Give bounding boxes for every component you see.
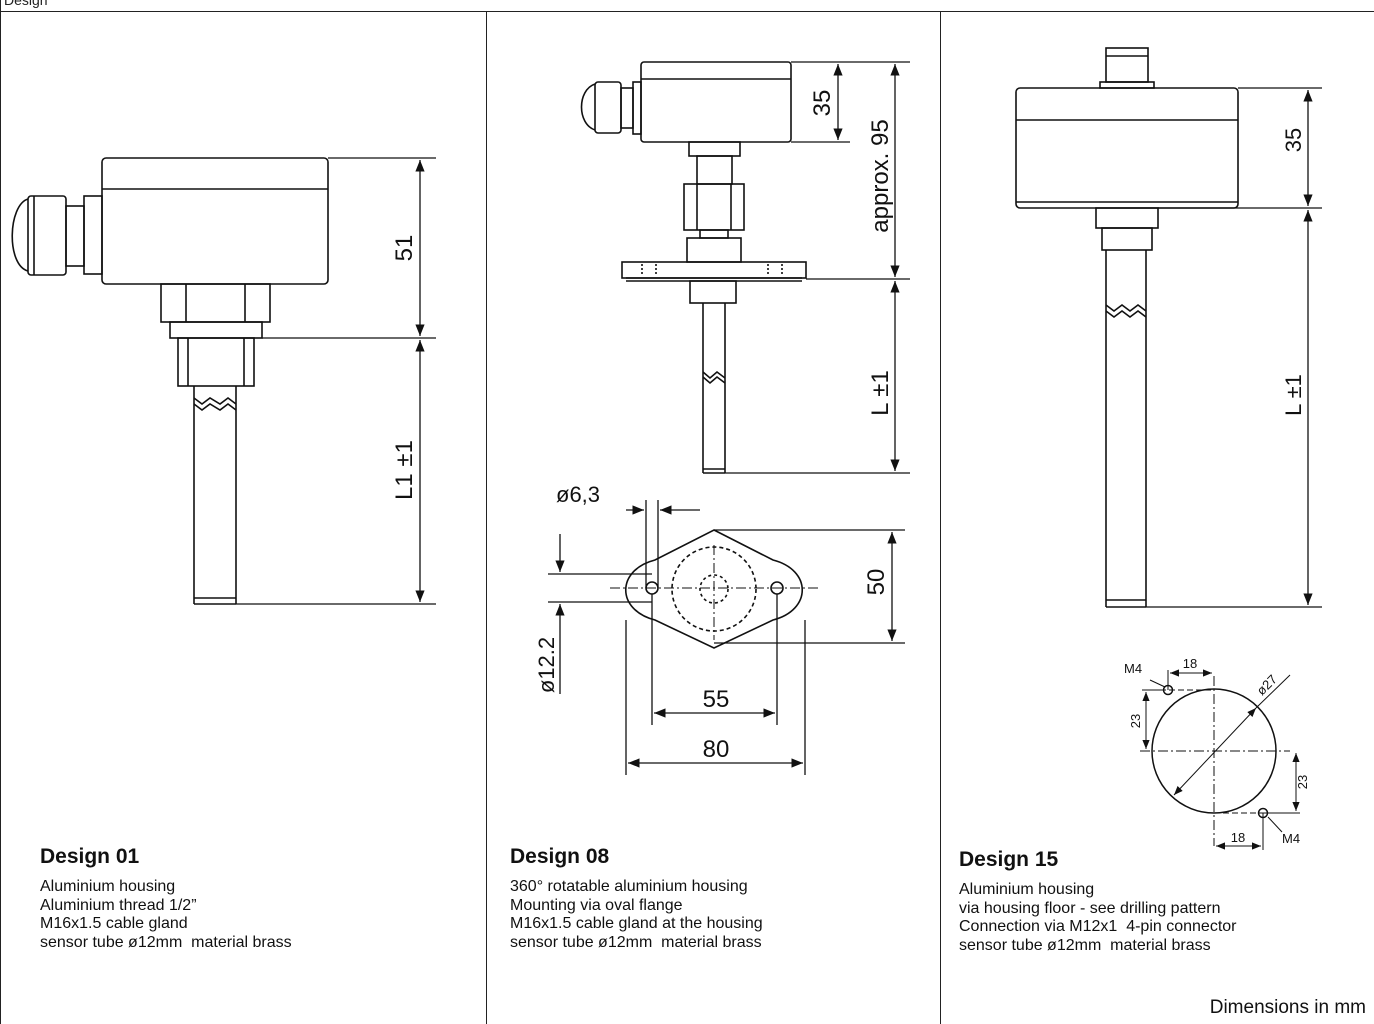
design-01-line-3: M16x1.5 cable gland [40,915,188,932]
dimensions-note: Dimensions in mm [1209,997,1366,1018]
design-08-sensor [580,61,807,474]
design-01-dimensions [236,157,436,605]
design-01-dim-l1: L1 ±1 [391,440,418,500]
design-08-dim-50: 50 [863,569,890,596]
design-01-line-2: Aluminium thread 1/2” [40,896,197,914]
design-15-line-1: Aluminium housing [959,881,1095,898]
design-15-circle-diameter: ø27 [1254,672,1280,698]
design-01-line-4: sensor tube ø12mm material brass [40,933,292,951]
design-01-line-1: Aluminium housing [40,878,176,895]
design-15-offset-bottom: 18 [1231,830,1245,845]
design-15-sensor [1015,47,1239,608]
design-08-flange-top-view [610,529,820,649]
design-15-caption: Design 15 Aluminium housing via housing … [959,848,1237,955]
design-08-line-2: Mounting via oval flange [510,896,683,914]
design-08-line-4: sensor tube ø12mm material brass [510,933,762,951]
design-08-title: Design 08 [510,845,610,868]
design-01-sensor [11,157,329,605]
design-01-dim-51: 51 [391,235,418,262]
design-08-dim-95: approx. 95 [867,119,894,232]
design-08-flange-dimensions [548,500,905,775]
divider-2 [940,11,941,1024]
design-15-drilling-pattern [1140,669,1300,850]
design-15-m4-bottom: M4 [1282,831,1300,846]
header-label: Design [4,0,48,8]
design-15-vert-left: 23 [1128,714,1143,728]
design-15-line-4: sensor tube ø12mm material brass [959,936,1211,954]
design-15-vert-right: 23 [1295,775,1310,789]
design-08-dim-hole: ø6,3 [556,482,600,507]
design-15-dim-l: L ±1 [1281,374,1306,416]
design-08-side-dimensions [725,61,910,474]
design-15-m4-top: M4 [1124,661,1142,676]
design-15-title: Design 15 [959,848,1059,871]
design-08-dim-l: L ±1 [867,370,894,416]
design-01-caption: Design 01 Aluminium housing Aluminium th… [40,845,292,952]
design-15-side-dimensions [1146,87,1322,608]
design-15-line-3: Connection via M12x1 4-pin connector [959,918,1237,935]
top-divider [0,11,1374,12]
design-08-dim-80: 80 [703,736,730,763]
design-08-dim-35: 35 [809,90,836,117]
design-08-line-1: 360° rotatable aluminium housing [510,878,748,895]
divider-1 [486,11,487,1024]
design-08-line-3: M16x1.5 cable gland at the housing [510,915,763,932]
design-15-offset-top: 18 [1183,656,1197,671]
design-08-dim-55: 55 [703,686,730,713]
design-15-dim-35: 35 [1281,128,1306,152]
design-08-caption: Design 08 360° rotatable aluminium housi… [510,845,763,952]
design-15-line-2: via housing floor - see drilling pattern [959,899,1221,917]
design-01-title: Design 01 [40,845,140,868]
design-08-dim-center: ø12.2 [534,637,559,693]
